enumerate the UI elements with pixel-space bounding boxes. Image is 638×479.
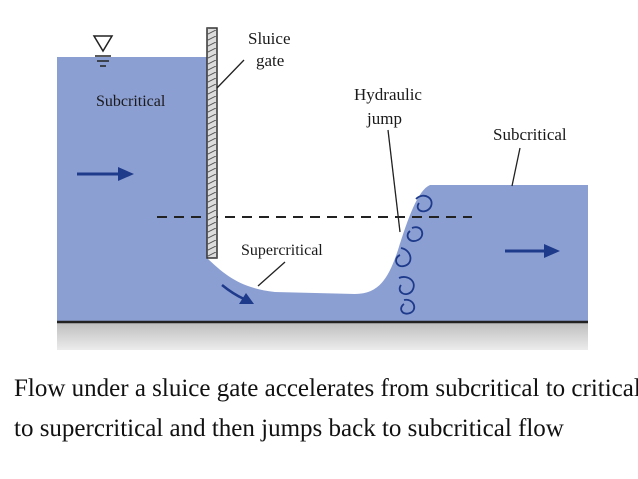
- hydraulic-jump-label-line1: Hydraulic: [354, 85, 422, 104]
- water-body: [57, 57, 588, 322]
- downstream-flow-arrow-icon: [505, 244, 560, 258]
- channel-bed: [57, 322, 588, 350]
- inverted-triangle-icon: [92, 35, 114, 67]
- subcritical-upstream-label: Subcritical: [96, 93, 166, 110]
- sluice-gate-hatch: [207, 28, 217, 258]
- supercritical-flow-arrow-icon: [221, 284, 254, 304]
- hydraulic-jump-eddies-icon: [395, 194, 433, 315]
- sluice-gate-leader: [216, 59, 245, 89]
- upstream-flow-arrow-icon: [77, 167, 134, 181]
- hydraulic-jump-label-line2: jump: [366, 109, 402, 128]
- supercritical-label: Supercritical: [241, 242, 323, 259]
- hydraulic-jump-leader: [387, 129, 401, 233]
- caption-line-1: Flow under a sluice gate accelerates fro…: [14, 375, 638, 402]
- sluice-gate-label-line1: Sluice: [248, 29, 291, 48]
- sluice-gate-label-line2: gate: [256, 51, 284, 70]
- subcritical-downstream-label: Subcritical: [493, 125, 567, 144]
- subcritical-downstream-leader: [511, 147, 521, 187]
- caption-line-2: to supercritical and then jumps back to …: [14, 415, 564, 442]
- supercritical-leader: [257, 261, 286, 287]
